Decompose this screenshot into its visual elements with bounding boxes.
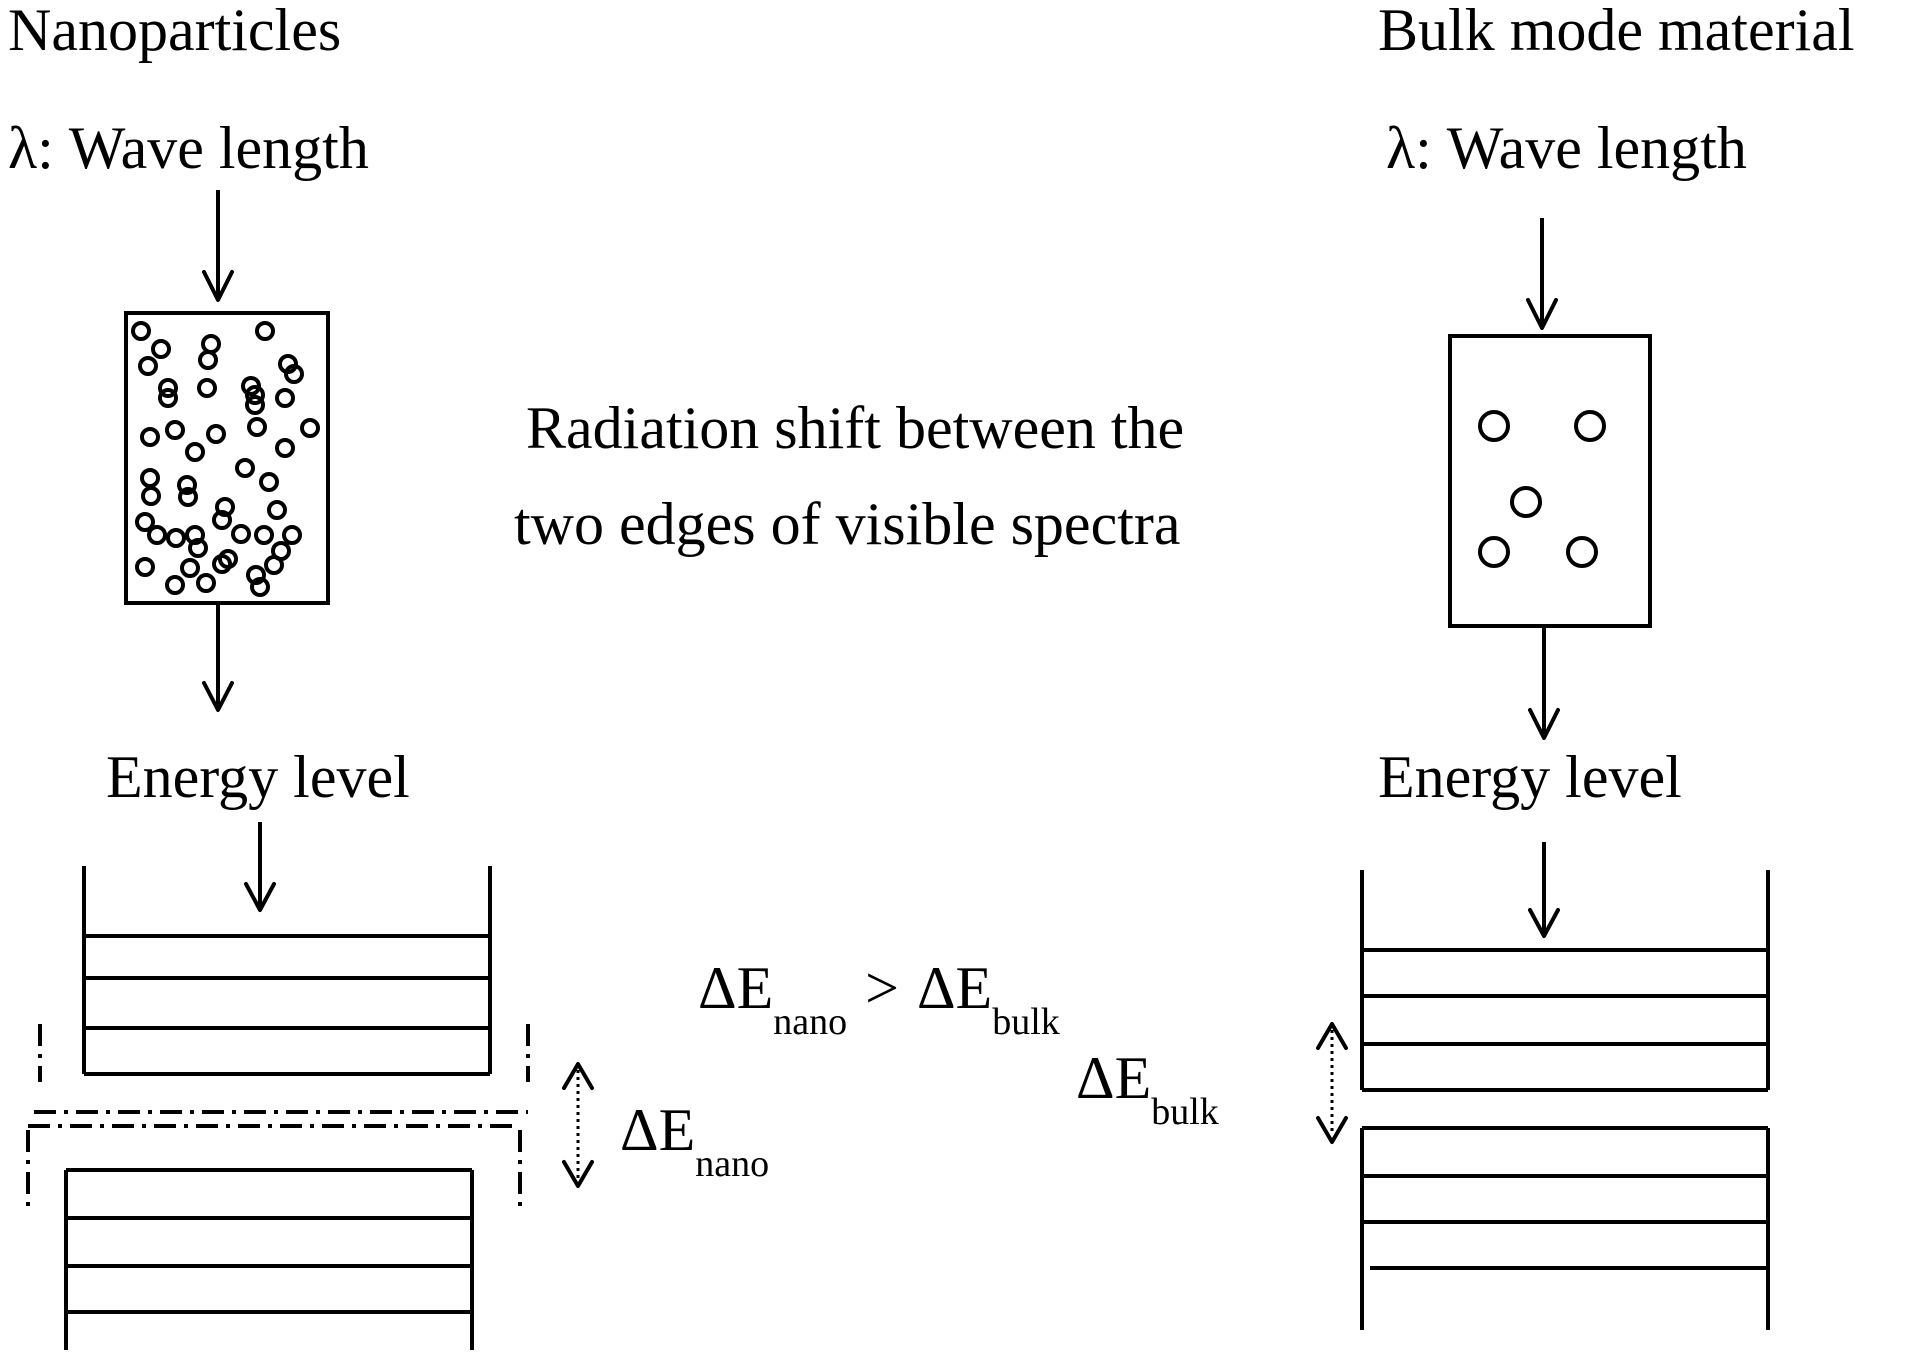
- nanoparticle-dot: [300, 418, 320, 438]
- center-caption: Radiation shift between the two edges of…: [514, 395, 1184, 557]
- nanoparticle-dot: [275, 438, 295, 458]
- caption-line-2: two edges of visible spectra: [514, 491, 1180, 557]
- nanoparticle-dot: [231, 524, 251, 544]
- nanoparticle-dot: [197, 378, 217, 398]
- nanoparticle-dot: [284, 364, 304, 384]
- nano-bandgap-region: [26, 1024, 530, 1214]
- nanoparticle-dot: [131, 321, 151, 341]
- nano-upper-band: [82, 866, 492, 1076]
- nanoparticle-dot: [177, 475, 197, 495]
- bulk-gap-double-arrow: [1316, 1022, 1348, 1144]
- bulk-energy-level-label: Energy level: [1378, 744, 1682, 810]
- nanoparticle-dot: [196, 573, 216, 593]
- nanoparticle-dot: [255, 321, 275, 341]
- nanoparticle-dot: [178, 487, 198, 507]
- bulk-particle-dot: [1566, 536, 1598, 568]
- nano-lower-band: [64, 1168, 474, 1350]
- nanoparticle-dot: [147, 525, 167, 545]
- nanoparticle-dot: [165, 575, 185, 595]
- nanoparticle-dot: [158, 378, 178, 398]
- delta-e-bulk-label: ΔEbulk: [1076, 1045, 1219, 1133]
- bulk-particle-dot: [1478, 410, 1510, 442]
- nano-incoming-arrow: [202, 190, 234, 302]
- bulk-particle-dot: [1510, 486, 1542, 518]
- nanoparticle-dot: [138, 356, 158, 376]
- gap-comparison-inequality: ΔEnano>ΔEbulk: [698, 955, 1060, 1043]
- nano-energy-arrow: [244, 822, 276, 912]
- bulk-energy-arrow: [1528, 842, 1560, 938]
- nanoparticles-wavelength-label: λ: Wave length: [8, 115, 369, 181]
- nanoparticle-dot: [212, 510, 232, 530]
- nanoparticle-dot: [245, 385, 265, 405]
- nanoparticles-panel: Nanoparticles λ: Wave length Energy leve…: [8, 0, 769, 1350]
- nanoparticle-dot: [180, 558, 200, 578]
- nanoparticle-sample-box: [124, 311, 330, 605]
- nanoparticle-dot: [254, 525, 274, 545]
- nanoparticle-dot: [140, 427, 160, 447]
- bulk-particle-dots: [1478, 410, 1606, 568]
- nanoparticle-dot: [188, 538, 208, 558]
- bulk-particle-dot: [1574, 410, 1606, 442]
- nanoparticle-dot: [245, 395, 265, 415]
- nanoparticle-dot: [165, 420, 185, 440]
- caption-line-1: Radiation shift between the: [526, 395, 1184, 461]
- bulk-particle-dot: [1478, 536, 1510, 568]
- bulk-title: Bulk mode material: [1378, 0, 1855, 63]
- nanoparticle-dot: [141, 486, 161, 506]
- nanoparticle-dot: [135, 557, 155, 577]
- bulk-lower-band: [1360, 1126, 1770, 1330]
- nanoparticle-dot: [166, 528, 186, 548]
- nano-gap-double-arrow: [562, 1062, 594, 1188]
- nanoparticle-dot: [259, 472, 279, 492]
- nanoparticles-title: Nanoparticles: [8, 0, 341, 63]
- nanoparticle-dot: [140, 468, 160, 488]
- nanoparticle-dot: [282, 525, 302, 545]
- nano-outgoing-arrow: [202, 605, 234, 712]
- nanoparticle-dot: [198, 350, 218, 370]
- delta-e-nano-label: ΔEnano: [620, 1097, 769, 1185]
- nanoparticle-dot: [250, 577, 270, 597]
- nanoparticle-dot: [267, 500, 287, 520]
- nanoparticle-dot: [185, 442, 205, 462]
- nanoparticle-dots: [131, 321, 320, 597]
- bulk-outgoing-arrow: [1528, 628, 1560, 740]
- nano-energy-level-label: Energy level: [106, 744, 410, 810]
- nanoparticle-dot: [215, 497, 235, 517]
- nanoparticle-dot: [247, 417, 267, 437]
- nanoparticle-dot: [206, 424, 226, 444]
- nanoparticle-dot: [185, 525, 205, 545]
- nanoparticle-dot: [235, 458, 255, 478]
- bulk-upper-band: [1360, 870, 1770, 1092]
- bulk-wavelength-label: λ: Wave length: [1386, 115, 1747, 181]
- nanoparticle-dot: [135, 512, 155, 532]
- nanoparticle-dot: [275, 388, 295, 408]
- nanoparticle-dot: [271, 541, 291, 561]
- nanoparticle-dot: [212, 554, 232, 574]
- bulk-panel: Bulk mode material λ: Wave length Energy…: [1076, 0, 1855, 1330]
- nanoparticle-dot: [151, 339, 171, 359]
- bulk-sample-box: [1448, 334, 1652, 628]
- nanoparticle-dot: [246, 565, 266, 585]
- nanoparticle-dot: [158, 388, 178, 408]
- nanoparticle-dot: [201, 334, 221, 354]
- bulk-incoming-arrow: [1526, 218, 1558, 330]
